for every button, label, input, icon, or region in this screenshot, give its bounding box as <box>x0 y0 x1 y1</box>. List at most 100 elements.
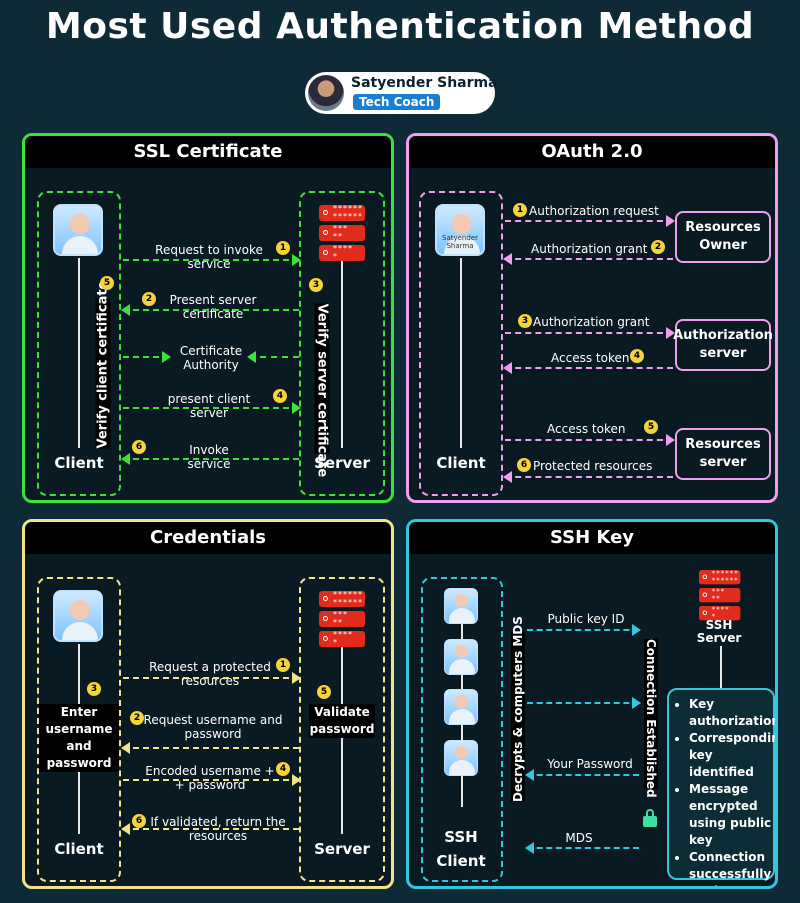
oauth-arrow-3 <box>505 327 675 339</box>
oauth-client-column <box>419 191 503 496</box>
oauth-msg-1: Authorization request <box>529 204 659 218</box>
oauth-msg-6: Protected resources <box>533 459 653 473</box>
ssh-arrow-pubkey <box>527 624 641 636</box>
cred-badge-3: 3 <box>87 682 101 696</box>
oauth-badge-6: 6 <box>517 458 531 472</box>
oauth-arrow-4 <box>503 362 673 374</box>
ssl-badge-3: 3 <box>309 278 323 292</box>
ssl-arrow-4 <box>123 402 301 414</box>
ssh-client-avatar-4 <box>444 740 478 776</box>
oauth-title: OAuth 2.0 <box>409 136 775 168</box>
oauth-badge-2: 2 <box>651 240 665 254</box>
oauth-panel: OAuth 2.0 Satyender Sharma Client Resour… <box>406 133 778 503</box>
oauth-arrow-6 <box>503 471 673 483</box>
ssl-msg-1: Request to invoke service <box>155 243 263 271</box>
ssl-arrow-2 <box>121 304 299 316</box>
ssh-msg-password: Your Password <box>547 757 633 771</box>
oauth-client-label: Client <box>436 454 486 472</box>
ssl-server-icon: ****** ****** *** ** **** * <box>319 205 365 265</box>
ssl-badge-5: 5 <box>100 276 114 290</box>
oauth-client-avatar <box>435 204 485 256</box>
lock-icon <box>643 809 657 827</box>
cred-server-line <box>341 646 343 834</box>
ssl-client-line <box>78 258 80 448</box>
cred-msg-6: If validated, return the resources <box>150 815 286 843</box>
ssh-steps-list: Key authorization Corresponding key iden… <box>667 688 775 886</box>
cred-client-avatar <box>53 590 103 642</box>
ssh-connection: Connection Established <box>644 639 658 798</box>
cred-arrow-4 <box>123 774 301 786</box>
ssl-msg-6: Invoke service <box>187 443 231 471</box>
cred-msg-2: Request username and password <box>143 713 283 741</box>
ssh-step-item: Corresponding key identified <box>689 730 775 781</box>
ssl-client-avatar <box>53 204 103 256</box>
ssh-server-icon: ****** ****** *** ** **** * <box>699 570 741 624</box>
ssl-badge-6: 6 <box>132 440 146 454</box>
ssl-arrow-ca-left <box>123 351 171 363</box>
ssh-panel: SSH Key SSH Client Decrypts & computers … <box>406 519 778 889</box>
cred-enter: Enter username and password <box>39 704 119 772</box>
cred-badge-6: 6 <box>132 814 146 828</box>
ssl-msg-2: Present server certificate <box>169 293 257 321</box>
cred-badge-4: 4 <box>276 762 290 776</box>
author-name: Satyender Sharma <box>351 75 498 91</box>
cred-msg-4: Encoded username + + password <box>145 764 275 792</box>
cred-client-label: Client <box>54 840 104 858</box>
cred-msg-1: Request a protected resources <box>149 660 271 688</box>
ssh-arrow-mds <box>525 842 639 854</box>
cred-title: Credentials <box>25 522 391 554</box>
ssh-client-avatar-2 <box>444 639 478 675</box>
oauth-client-line <box>460 258 462 448</box>
author-avatar <box>308 75 344 111</box>
ssh-client-column <box>421 577 503 882</box>
ssl-client-label: Client <box>54 454 104 472</box>
cred-server-column <box>299 577 385 882</box>
ssl-server-label: Server <box>314 454 370 472</box>
oauth-msg-2: Authorization grant <box>531 242 648 256</box>
ssh-client-avatar-3 <box>444 689 478 725</box>
ssl-badge-1: 1 <box>276 241 290 255</box>
oauth-arrow-1 <box>505 215 675 227</box>
ssl-msg-4: present client server <box>167 392 251 420</box>
ssl-verify-client: Verify client certificate <box>95 280 111 449</box>
cred-arrow-6 <box>121 823 299 835</box>
ssh-server-label: SSH Server <box>696 618 742 645</box>
ssh-decrypts: Decrypts & computers MDS <box>511 616 525 802</box>
ssh-arrow-password <box>525 769 639 781</box>
ssl-badge-4: 4 <box>273 389 287 403</box>
oauth-arrow-2 <box>503 253 673 265</box>
ssl-title: SSL Certificate <box>25 136 391 168</box>
cred-validate: Validate password <box>309 704 375 738</box>
cred-server-icon: ****** ****** *** ** **** * <box>319 591 365 651</box>
cred-server-label: Server <box>314 840 370 858</box>
cred-badge-2: 2 <box>130 711 144 725</box>
ssl-arrow-6 <box>121 453 299 465</box>
ssh-step-item: Connection successfully made <box>689 849 773 886</box>
ssh-step-item: Key authorization <box>689 696 775 730</box>
page-title: Most Used Authentication Method <box>45 6 755 47</box>
cred-panel: Credentials ****** ****** *** ** **** * … <box>22 519 394 889</box>
cred-badge-5: 5 <box>317 685 331 699</box>
oauth-arrow-5 <box>505 434 675 446</box>
cred-arrow-2 <box>121 742 299 754</box>
ssh-step-item: Message encrypted using public key <box>689 781 773 849</box>
ssh-client-avatar-1 <box>444 588 478 624</box>
author-role: Tech Coach <box>353 94 441 110</box>
ssl-badge-2: 2 <box>142 292 156 306</box>
cred-client-column <box>37 577 121 882</box>
cred-arrow-1 <box>123 672 301 684</box>
oauth-badge-4: 4 <box>630 349 644 363</box>
oauth-avatar-caption: Satyender Sharma <box>442 234 478 250</box>
ssh-client-label: SSH Client <box>436 828 486 870</box>
author-badge: Satyender Sharma Tech Coach <box>305 72 498 114</box>
ssl-client-column <box>37 191 121 496</box>
oauth-msg-5: Access token <box>547 422 626 436</box>
ssl-ca: Certificate Authority <box>179 344 243 372</box>
ssh-title: SSH Key <box>409 522 775 554</box>
ssl-arrow-ca-right <box>247 351 299 363</box>
oauth-resources-server: Resources server <box>675 428 771 480</box>
oauth-badge-5: 5 <box>644 420 658 434</box>
ssl-panel: SSL Certificate ****** ****** *** ** ***… <box>22 133 394 503</box>
cred-badge-1: 1 <box>276 658 290 672</box>
ssh-server-line <box>720 646 722 690</box>
